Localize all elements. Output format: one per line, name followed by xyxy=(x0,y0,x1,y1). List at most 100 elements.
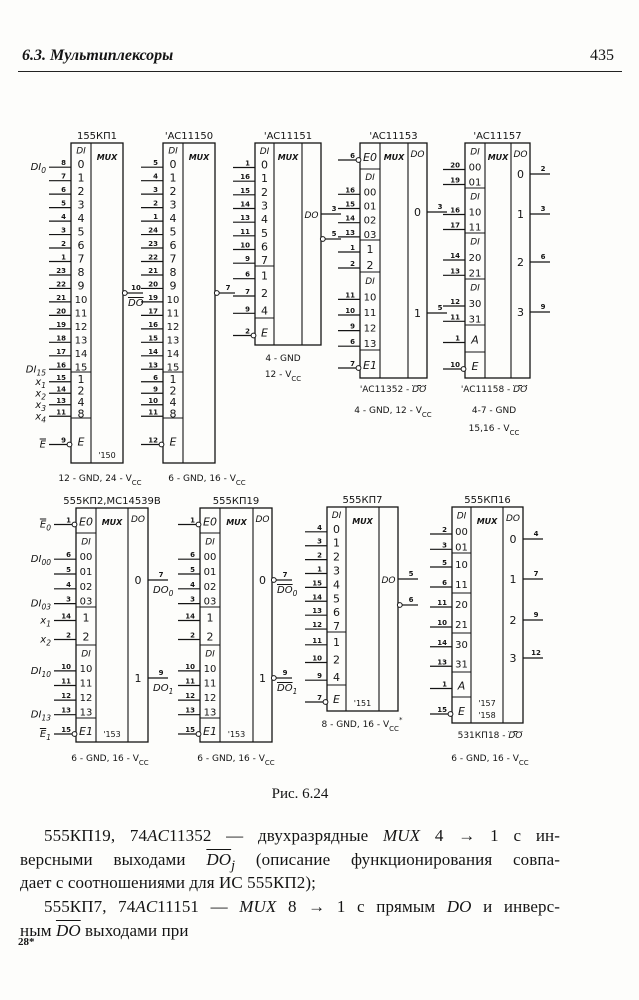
text-main: 9 xyxy=(61,437,66,445)
pin-number: 2 xyxy=(153,200,158,208)
text-main: 11 xyxy=(75,308,88,319)
pin-number: 14 xyxy=(312,593,322,601)
text-main: 14 xyxy=(185,613,195,621)
text-main: 13 xyxy=(80,708,93,719)
text-main: 14 xyxy=(437,639,447,647)
text-main: 7 xyxy=(350,360,355,368)
text-main: 17 xyxy=(56,348,66,356)
text-main: x xyxy=(34,411,41,422)
text-main: MUX xyxy=(97,153,118,162)
pin-number: 6 xyxy=(61,186,66,194)
text-main: MUX xyxy=(352,517,373,526)
text-segment: 11151 — xyxy=(157,897,240,916)
text-segment: дает с соотношениями для ИС 555КП2); xyxy=(20,873,316,892)
text-main: 12 xyxy=(167,322,180,333)
text-main: 4 xyxy=(66,581,71,589)
input-label: 00 xyxy=(469,163,482,174)
text-main: 'AC11150 xyxy=(165,131,213,142)
text-main: 10 xyxy=(131,284,141,292)
text-segment: 4 → 1 с ин- xyxy=(420,826,560,845)
signal-label: DO1 xyxy=(277,683,297,696)
pin-number: 3 xyxy=(332,205,337,213)
output-label: 0 xyxy=(517,168,524,181)
text-segment: DO xyxy=(206,850,232,869)
input-label: E xyxy=(261,327,268,340)
input-label: 0 xyxy=(170,158,177,171)
signature-mark: 28* xyxy=(18,936,35,948)
text-main: 6 xyxy=(153,374,158,382)
power-pin-note: 'AC11158 - DO xyxy=(461,385,527,395)
chip-title: 555КП19 xyxy=(213,496,259,507)
input-label: 4 xyxy=(261,213,268,226)
text-main: 9 xyxy=(245,305,250,313)
text-main: 15 xyxy=(148,334,158,342)
text-main: 12 xyxy=(312,621,322,629)
input-label: 14 xyxy=(167,349,180,360)
text-main: 4 xyxy=(78,396,85,409)
text-main: DI xyxy=(81,537,91,547)
text-main: 8 xyxy=(170,266,177,279)
text-subscript: 1 xyxy=(169,687,174,696)
text-main: E xyxy=(40,440,47,451)
text-main: E1 xyxy=(79,725,93,738)
inversion-bubble xyxy=(250,332,257,339)
pin-number: 9 xyxy=(159,669,164,677)
text-main: 11 xyxy=(240,228,250,236)
text-main: 3 xyxy=(438,203,443,211)
note-subscript: CC xyxy=(132,479,142,487)
text-main: 15 xyxy=(167,362,180,373)
pin-number: 13 xyxy=(450,267,460,275)
input-label: E xyxy=(333,693,340,706)
text-subscript: 10 xyxy=(41,670,51,679)
text-main: 1 xyxy=(245,160,250,168)
text-main: 9 xyxy=(78,279,85,292)
text-main: 1 xyxy=(78,172,85,185)
text-main: DI xyxy=(470,284,480,294)
text-main: 15 xyxy=(61,726,71,734)
chip-outline xyxy=(199,507,273,743)
text-main: 7 xyxy=(317,694,322,702)
text-main: 9 xyxy=(350,323,355,331)
header-rule xyxy=(18,71,622,72)
text-main: 2 xyxy=(61,240,66,248)
text-main: 10 xyxy=(240,242,250,250)
pin-number: 1 xyxy=(317,566,322,574)
input-label: A xyxy=(457,680,466,693)
output-label: DO xyxy=(381,576,395,586)
text-main: 11 xyxy=(167,308,180,319)
pin-number: 11 xyxy=(148,408,158,416)
pin-number: 5 xyxy=(61,200,66,208)
text-main: 3 xyxy=(333,565,340,578)
input-label: 4 xyxy=(78,212,85,225)
output-label: 1 xyxy=(510,573,517,586)
text-main: 9 xyxy=(534,611,539,619)
text-main: MUX xyxy=(189,153,210,162)
text-main: 7 xyxy=(170,253,177,266)
chip-title: 555КП2,MC14539B xyxy=(63,496,161,507)
pin-number: 24 xyxy=(148,227,158,235)
text-main: '150 xyxy=(98,451,115,460)
text-main: DI xyxy=(205,649,215,659)
power-pin-note: 12 - GND, 24 - VCC xyxy=(58,474,141,487)
text-main: 13 xyxy=(312,607,322,615)
input-label: 1 xyxy=(333,636,340,649)
input-label: 8 xyxy=(170,266,177,279)
pin-number: 11 xyxy=(61,678,71,686)
note-subscript: CC xyxy=(236,479,246,487)
text-main: 1 xyxy=(135,672,142,685)
pin-number: 9 xyxy=(534,611,539,619)
text-main: 2 xyxy=(83,631,90,644)
input-label: 6 xyxy=(78,239,85,252)
pin-number: 19 xyxy=(56,321,66,329)
text-main: 02 xyxy=(80,582,93,593)
pin-number: 5 xyxy=(190,566,195,574)
text-main: E0 xyxy=(79,516,93,529)
power-pin-note: 8 - GND, 16 - VCC* xyxy=(322,716,403,733)
text-main: 12 xyxy=(450,298,460,306)
inversion-bubble xyxy=(355,365,362,371)
signal-label: DO0 xyxy=(153,585,174,598)
note-subscript: CC xyxy=(291,375,301,383)
power-pin-note: 6 - GND, 16 - VCC xyxy=(451,754,529,767)
part-number: '151 xyxy=(354,699,371,708)
pin-number: 12 xyxy=(61,692,71,700)
